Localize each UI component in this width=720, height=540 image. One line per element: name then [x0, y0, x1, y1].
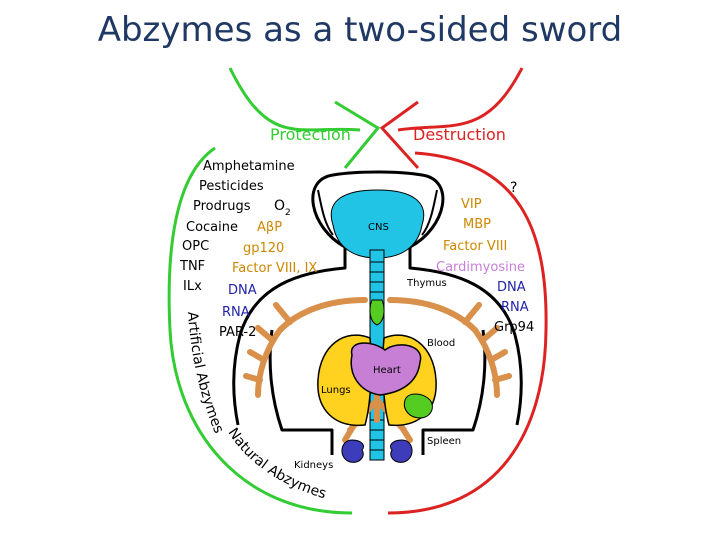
- heart-label: Heart: [373, 365, 401, 376]
- destruction-label: Destruction: [413, 125, 506, 144]
- left-inner-item: Factor VIII, IX: [232, 261, 317, 276]
- cns-label: CNS: [368, 222, 389, 233]
- left-inner-list: AβP gp120 Factor VIII, IX DNA RNA PAR-2: [219, 220, 317, 340]
- right-list-item: MBP: [463, 217, 491, 232]
- right-list-item: RNA: [501, 300, 529, 315]
- destruction-arrow: [379, 67, 524, 170]
- left-inner-item: PAR-2: [219, 325, 256, 340]
- left-inner-item: AβP: [257, 220, 282, 235]
- natural-abzymes-boundary: [167, 146, 353, 515]
- spleen-label: Spleen: [427, 436, 461, 447]
- right-list-item: Grp94: [494, 320, 534, 335]
- protection-arrow-curve: [228, 67, 361, 132]
- right-list: VIP MBP Factor VIII Cardimyosine DNA RNA…: [436, 197, 534, 335]
- left-list-item: Pesticides: [199, 179, 264, 194]
- kidneys-label: Kidneys: [294, 460, 333, 471]
- left-inner-item: DNA: [228, 283, 257, 298]
- kidney-right: [389, 439, 413, 463]
- destruction-arrow-head: [379, 100, 420, 170]
- question-mark: ?: [510, 180, 517, 196]
- right-list-item: Cardimyosine: [436, 260, 525, 275]
- kidney-left: [341, 439, 365, 463]
- spleen-shape: [403, 393, 433, 419]
- left-list-item: Amphetamine: [203, 159, 295, 174]
- destruction-arrow-curve: [397, 67, 524, 132]
- left-inner-item: gp120: [243, 241, 284, 256]
- slide-title: Abzymes as a two-sided sword: [97, 10, 623, 50]
- oxygen-base: O: [274, 198, 285, 214]
- right-list-item: DNA: [497, 280, 526, 295]
- right-list-item: Factor VIII: [443, 239, 507, 254]
- protection-arrow-head: [334, 100, 381, 169]
- left-list: Amphetamine Pesticides Prodrugs Cocaine …: [179, 159, 295, 294]
- thymus-label: Thymus: [406, 278, 447, 289]
- left-list-item: ILx: [183, 279, 202, 294]
- heart-shape: [350, 342, 422, 396]
- protection-arrow: [228, 67, 381, 169]
- blood-label: Blood: [427, 338, 455, 349]
- cns-shape: [330, 189, 425, 259]
- left-list-item: OPC: [182, 239, 209, 254]
- left-list-item: Cocaine: [186, 220, 238, 235]
- oxygen-label: O 2: [274, 198, 291, 218]
- right-list-item: VIP: [461, 197, 482, 212]
- spinal-segments: [370, 261, 384, 451]
- destruction-boundary: [387, 151, 548, 515]
- left-inner-item: RNA: [222, 305, 250, 320]
- thymus-shape: [369, 299, 385, 326]
- lungs-label: Lungs: [321, 385, 351, 396]
- oxygen-subscript: 2: [285, 208, 291, 218]
- left-list-item: TNF: [179, 259, 205, 274]
- protection-label: Protection: [270, 125, 351, 144]
- left-list-item: Prodrugs: [193, 199, 251, 214]
